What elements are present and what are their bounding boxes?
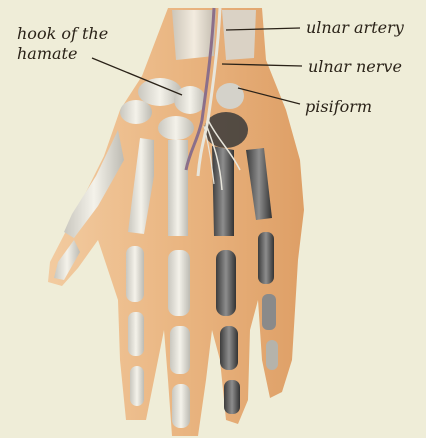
pisiform-bone	[216, 83, 244, 109]
hook-of-hamate-label: hook of the hamate	[17, 24, 127, 64]
ulnar-nerve-label: ulnar nerve	[308, 57, 402, 77]
pisiform-label: pisiform	[305, 97, 372, 117]
ulnar-artery-label: ulnar artery	[306, 18, 404, 38]
